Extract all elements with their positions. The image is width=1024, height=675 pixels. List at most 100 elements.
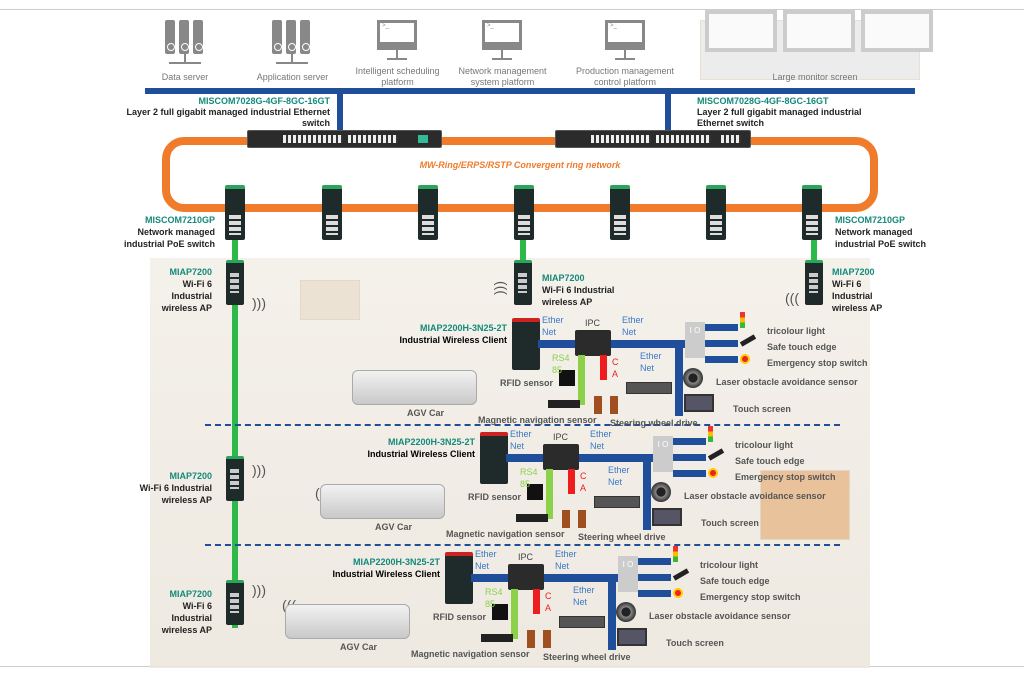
ap-desc: Wi-Fi 6 Industrial wireless AP (161, 279, 212, 313)
ap-model: MIAP7200 (169, 471, 212, 481)
rfid-sensor-icon (492, 604, 508, 620)
poe-switch-model: MISCOM7210GP (144, 215, 215, 225)
client-label: MIAP2200H-3N25-2T Industrial Wireless Cli… (355, 436, 475, 460)
can-link (600, 355, 607, 380)
steering-drive-icon (578, 510, 586, 528)
wireless-client-icon (512, 318, 540, 370)
emergency-stop-label: Emergency stop switch (767, 358, 868, 368)
ap-desc: Wi-Fi 6 Industrial wireless AP (542, 285, 615, 307)
scheduling-platform-label: Intelligent scheduling platform (355, 66, 440, 87)
touch-screen-label: Touch screen (666, 638, 724, 648)
io-bus (638, 558, 671, 565)
io-bus (705, 324, 738, 331)
tricolour-light-icon (673, 546, 678, 562)
background-crate (300, 280, 360, 320)
wireless-client-icon (445, 552, 473, 604)
nms-platform-label: Network management system platform (458, 66, 547, 87)
io-module-icon: I O (618, 556, 638, 592)
steering-drive-label: Steering wheel drive (610, 418, 698, 428)
poe-switch-icon (322, 185, 342, 240)
can-label: C A (545, 591, 552, 613)
ap-icon (226, 580, 244, 625)
ap-icon (514, 260, 532, 305)
application-server-icon (272, 20, 312, 68)
core-switch-model: MISCOM7028G-4GF-8GC-16GT (697, 96, 829, 106)
client-model: MIAP2200H-3N25-2T (387, 437, 475, 447)
ethernet-drop (608, 574, 616, 650)
agv-car-icon (352, 370, 477, 405)
rfid-sensor-label: RFID sensor (500, 378, 554, 388)
ipc-icon (508, 564, 544, 590)
io-bus (673, 454, 706, 461)
ethernet-label: Ether Net (510, 429, 532, 451)
rs485-label: RS4 85 (485, 587, 503, 609)
ap-desc: Wi-Fi 6 Industrial wireless AP (139, 483, 212, 505)
emergency-stop-icon (708, 468, 718, 478)
can-label: C A (612, 357, 619, 379)
poe-switch-desc: Network managed industrial PoE switch (835, 227, 927, 249)
magnetic-sensor-icon (516, 514, 548, 522)
io-bus (638, 590, 671, 597)
rs485-link (578, 355, 585, 405)
ethernet-label: Ether Net (573, 585, 595, 607)
ap-model: MIAP7200 (169, 589, 212, 599)
ipc-label: IPC (553, 432, 569, 442)
ipc-label: IPC (518, 552, 534, 562)
client-desc: Industrial Wireless Client (332, 569, 440, 579)
core-switch-icon (555, 130, 751, 148)
touch-screen-label: Touch screen (733, 404, 791, 414)
emergency-stop-icon (740, 354, 750, 364)
ethernet-label: Ether Net (590, 429, 612, 451)
magnetic-sensor-label: Magnetic navigation sensor (411, 649, 530, 659)
poe-switch-icon (514, 185, 534, 240)
steering-drive-icon (610, 396, 618, 414)
client-model: MIAP2200H-3N25-2T (419, 323, 507, 333)
agv-car-label: AGV Car (340, 642, 378, 652)
magnetic-sensor-icon (481, 634, 513, 642)
factory-background (150, 258, 870, 668)
poe-switch-model: MISCOM7210GP (835, 215, 906, 225)
rfid-sensor-label: RFID sensor (468, 492, 522, 502)
ethernet-bus (506, 454, 656, 462)
steering-drive-icon (562, 510, 570, 528)
steering-drive-icon (543, 630, 551, 648)
poe-switch-icon (225, 185, 245, 240)
ap-icon (226, 260, 244, 305)
wifi-icon: ((( (785, 290, 799, 306)
large-monitor-icon (861, 10, 933, 52)
laser-sensor-icon (616, 602, 636, 622)
ring-label: MW-Ring/ERPS/RSTP Convergent ring networ… (419, 160, 621, 170)
client-desc: Industrial Wireless Client (367, 449, 475, 459)
io-bus (638, 574, 671, 581)
ap-desc: Wi-Fi 6 Industrial wireless AP (832, 279, 883, 313)
ethernet-label: Ether Net (555, 549, 577, 571)
backbone-drop (665, 90, 671, 132)
client-desc: Industrial Wireless Client (399, 335, 507, 345)
poe-switch-icon (802, 185, 822, 240)
agv-car-label: AGV Car (375, 522, 413, 532)
poe-switch-desc: Network managed industrial PoE switch (123, 227, 215, 249)
ap-model: MIAP7200 (542, 273, 585, 283)
ethernet-drop (675, 340, 683, 416)
touch-screen-icon (652, 508, 682, 526)
ethernet-label: Ether Net (542, 315, 564, 337)
rs485-link (546, 469, 553, 519)
ap-icon (226, 456, 244, 501)
core-switch-model: MISCOM7028G-4GF-8GC-16GT (198, 96, 330, 106)
io-bus (673, 438, 706, 445)
touch-screen-label: Touch screen (701, 518, 759, 528)
laser-sensor-label: Laser obstacle avoidance sensor (716, 377, 858, 387)
can-label: C A (580, 471, 587, 493)
client-label: MIAP2200H-3N25-2T Industrial Wireless Cli… (387, 322, 507, 346)
tricolour-light-icon (740, 312, 745, 328)
tricolour-light-label: tricolour light (700, 560, 758, 570)
poe-link (520, 240, 526, 262)
agv-car-label: AGV Car (407, 408, 445, 418)
ap-desc: Wi-Fi 6 Industrial wireless AP (161, 601, 212, 635)
top-divider (0, 9, 1024, 10)
tricolour-light-label: tricolour light (767, 326, 825, 336)
client-model: MIAP2200H-3N25-2T (352, 557, 440, 567)
can-reader-icon (559, 616, 605, 628)
ap-model: MIAP7200 (169, 267, 212, 277)
touch-screen-icon (617, 628, 647, 646)
